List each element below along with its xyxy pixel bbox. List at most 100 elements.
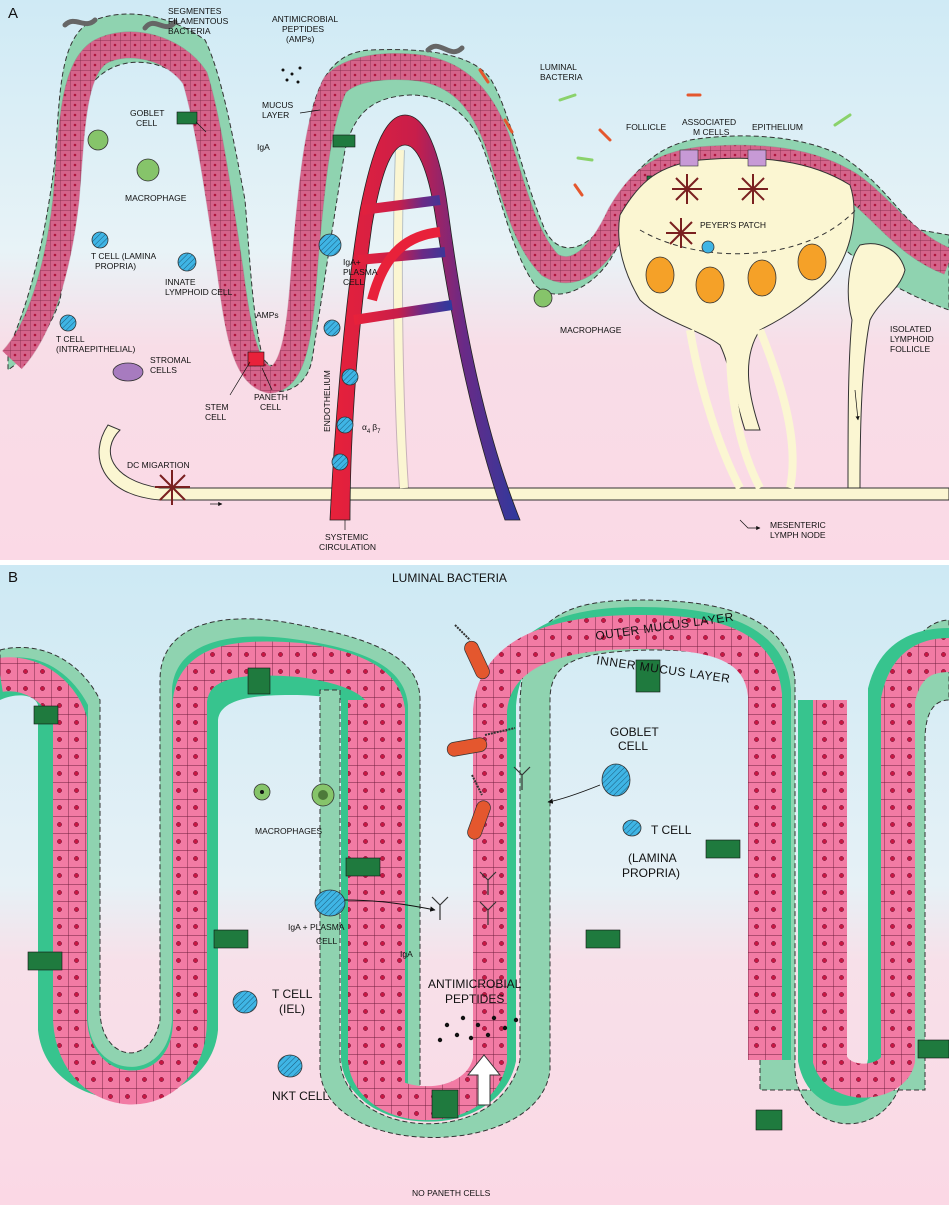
label-systemic-1: SYSTEMIC [325, 532, 368, 542]
label-tcell-b-1: T CELL [651, 823, 692, 837]
label-sfb-3: BACTERIA [168, 26, 211, 36]
t-cell-icon [602, 764, 630, 796]
label-plasma-a-1: IgA+ [343, 257, 361, 267]
panel-a: A [0, 0, 949, 560]
goblet-cell-b2 [248, 668, 270, 694]
goblet-cell-b1 [34, 706, 58, 724]
goblet-cell-b9 [432, 1090, 458, 1118]
t-cell-iel-icon [233, 991, 257, 1013]
label-no-paneth: NO PANETH CELLS [412, 1188, 491, 1198]
label-ilf-2: LYMPHOID [890, 334, 934, 344]
label-peyers: PEYER'S PATCH [700, 220, 766, 230]
goblet-cell-b8 [706, 840, 740, 858]
macrophage-icon [312, 784, 334, 806]
label-stromal-1: STROMAL [150, 355, 191, 365]
m-cell-2 [748, 150, 766, 166]
label-sfb-1: SEGMENTES [168, 6, 222, 16]
label-paneth-2: CELL [260, 402, 282, 412]
t-cell-icon [623, 820, 641, 836]
label-plasma-a-3: CELL [343, 277, 365, 287]
label-amps-small: AMPs [256, 310, 279, 320]
label-iel-2: (IEL) [279, 1002, 305, 1016]
label-tcell-lp-1: T CELL (LAMINA [91, 251, 157, 261]
plasma-cell-icon [315, 890, 345, 916]
goblet-cell-b3 [346, 858, 380, 876]
label-goblet-a-1: GOBLET [130, 108, 164, 118]
label-amp-1: ANTIMICROBIAL [272, 14, 338, 24]
label-amp-3: (AMPs) [286, 34, 315, 44]
nkt-cell-icon [278, 1055, 302, 1077]
label-macrophage-a2: MACROPHAGE [560, 325, 622, 335]
panel-b-tag: B [8, 569, 18, 586]
label-nkt: NKT CELL [272, 1089, 329, 1103]
label-tcell-ie-2: (INTRAEPITHELIAL) [56, 344, 136, 354]
follicle-3 [748, 260, 776, 296]
label-plasma-b-1: IgA + PLASMA [288, 922, 345, 932]
label-goblet-a-2: CELL [136, 118, 158, 128]
goblet-cell-a2 [333, 135, 355, 147]
label-amp-2: PEPTIDES [282, 24, 324, 34]
label-ilc-1: INNATE [165, 277, 196, 287]
dendritic-cell-icon [155, 470, 190, 505]
label-macrophages-b: MACROPHAGES [255, 826, 322, 836]
dendritic-cell-icon [738, 174, 768, 204]
label-mesenteric-2: LYMPH NODE [770, 530, 826, 540]
label-ilc-2: LYMPHOID CELL [165, 287, 233, 297]
label-luminal-bacteria-b: LUMINAL BACTERIA [392, 571, 507, 585]
label-mesenteric-1: MESENTERIC [770, 520, 826, 530]
innate-lymphoid-cell-icon [178, 253, 196, 271]
t-cell-icon [92, 232, 108, 248]
label-systemic-2: CIRCULATION [319, 542, 376, 552]
lymphocyte-icon [337, 417, 353, 433]
plasma-cell-icon [319, 234, 341, 256]
m-cell-1 [680, 150, 698, 166]
label-macrophage-a: MACROPHAGE [125, 193, 187, 203]
dendritic-cell-icon [666, 218, 696, 248]
t-cell-icon [702, 241, 714, 253]
label-epithelium: EPITHELIUM [752, 122, 803, 132]
label-mucus-1: MUCUS [262, 100, 293, 110]
goblet-cell-a1 [177, 112, 197, 124]
macrophage-icon [88, 130, 108, 150]
dendritic-cell-icon [672, 174, 702, 204]
label-luminal-a-1: LUMINAL [540, 62, 577, 72]
label-tcell-ie-1: T CELL [56, 334, 85, 344]
label-amp-b-1: ANTIMICROBIAL [428, 977, 522, 991]
label-paneth-1: PANETH [254, 392, 288, 402]
macrophage-icon [534, 289, 552, 307]
label-associated-2: M CELLS [693, 127, 730, 137]
label-plasma-b-2: CELL [316, 936, 338, 946]
follicle-1 [646, 257, 674, 293]
label-tcell-lp-2: PROPRIA) [95, 261, 136, 271]
paneth-cell [248, 352, 264, 366]
panel-b: B [0, 565, 949, 1205]
goblet-cell-b11 [918, 1040, 949, 1058]
label-ilf-3: FOLLICLE [890, 344, 930, 354]
panel-a-tag: A [8, 5, 18, 22]
label-goblet-b-2: CELL [618, 739, 648, 753]
label-follicle: FOLLICLE [626, 122, 666, 132]
label-ilf-1: ISOLATED [890, 324, 931, 334]
label-mucus-2: LAYER [262, 110, 289, 120]
stromal-cell-icon [113, 363, 143, 381]
lymphocyte-icon [332, 454, 348, 470]
follicle-2 [696, 267, 724, 303]
label-dc-migration: DC MIGARTION [127, 460, 190, 470]
label-amp-b-2: PEPTIDES [445, 992, 504, 1006]
lymphocyte-icon [342, 369, 358, 385]
label-plasma-a-2: PLASMA [343, 267, 378, 277]
label-iel-1: T CELL [272, 987, 313, 1001]
label-tcell-b-2: (LAMINA [628, 851, 677, 865]
label-stromal-2: CELLS [150, 365, 177, 375]
follicle-4 [798, 244, 826, 280]
label-associated-1: ASSOCIATED [682, 117, 736, 127]
macrophage-icon [254, 784, 270, 800]
label-sfb-2: FILAMENTOUS [168, 16, 229, 26]
label-iga-b: IgA [400, 949, 413, 959]
label-endothelium: ENDOTHELIUM [322, 370, 332, 432]
label-luminal-a-2: BACTERIA [540, 72, 583, 82]
goblet-cell-b10 [756, 1110, 782, 1130]
plasma-cell-icon [324, 320, 340, 336]
t-cell-icon [60, 315, 76, 331]
